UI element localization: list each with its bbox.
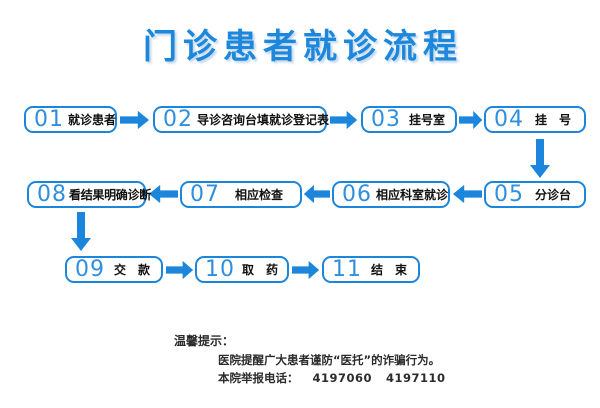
step-label: 相应检查 — [234, 187, 283, 202]
step-number: 05 — [494, 181, 524, 207]
step-number: 08 — [37, 181, 67, 207]
page-title: 门诊患者就诊流程 — [143, 27, 463, 67]
report-phone-number-1: 4197060 — [312, 371, 373, 385]
arrow-left-icon — [452, 184, 482, 204]
arrow-down-icon — [71, 212, 91, 251]
step-label: 取 药 — [241, 262, 278, 277]
flow-step-05: 05 分诊台 — [484, 181, 586, 208]
step-label: 挂号室 — [408, 112, 445, 127]
flow-step-09: 09 交 款 — [65, 256, 163, 283]
report-phone-number-2: 4197110 — [386, 371, 446, 385]
arrow-right-icon — [292, 260, 320, 280]
flow-step-02: 02 导诊咨询台填就诊登记表 — [153, 106, 329, 133]
flow-step-01: 01 就诊患者 — [24, 106, 117, 133]
arrow-down-icon — [530, 139, 550, 178]
flow-step-03: 03 挂号室 — [361, 106, 457, 133]
step-label: 相应科室就诊 — [376, 187, 449, 202]
step-label: 交 款 — [113, 262, 150, 277]
step-label: 看结果明确诊断 — [69, 187, 151, 202]
step-label: 导诊咨询台填就诊登记表 — [197, 112, 330, 127]
arrow-left-icon — [303, 184, 330, 204]
arrow-right-icon — [166, 260, 194, 280]
arrow-right-icon — [330, 110, 358, 130]
arrow-right-icon — [120, 110, 150, 130]
footer-warning-line: 医院提醒广大患者谨防“医托”的诈骗行为。 — [218, 353, 441, 367]
arrow-right-icon — [459, 110, 483, 130]
footer-report-line: 本院举报电话： 4197060 4197110 — [218, 370, 446, 386]
report-phone-label: 本院举报电话： — [218, 371, 299, 385]
step-number: 07 — [190, 181, 220, 207]
step-number: 09 — [75, 256, 105, 282]
step-number: 10 — [205, 256, 235, 282]
flow-step-08: 08 看结果明确诊断 — [27, 181, 151, 208]
step-label: 就诊患者 — [68, 112, 117, 127]
flow-step-04: 04 挂 号 — [484, 106, 586, 133]
step-label: 分诊台 — [534, 187, 571, 202]
step-number: 11 — [332, 256, 362, 282]
flow-step-06: 06 相应科室就诊 — [332, 181, 450, 208]
step-number: 06 — [342, 181, 372, 207]
flow-step-10: 10 取 药 — [195, 256, 289, 283]
step-number: 01 — [34, 106, 64, 132]
step-label: 挂 号 — [534, 112, 571, 127]
step-label: 结 束 — [370, 262, 407, 277]
arrow-left-icon — [148, 184, 178, 204]
flow-step-07: 07 相应检查 — [180, 181, 302, 208]
step-number: 03 — [371, 106, 401, 132]
flow-step-11: 11 结 束 — [322, 256, 420, 283]
step-number: 02 — [163, 106, 193, 132]
footer-tip-title: 温馨提示： — [174, 334, 235, 348]
step-number: 04 — [494, 106, 524, 132]
